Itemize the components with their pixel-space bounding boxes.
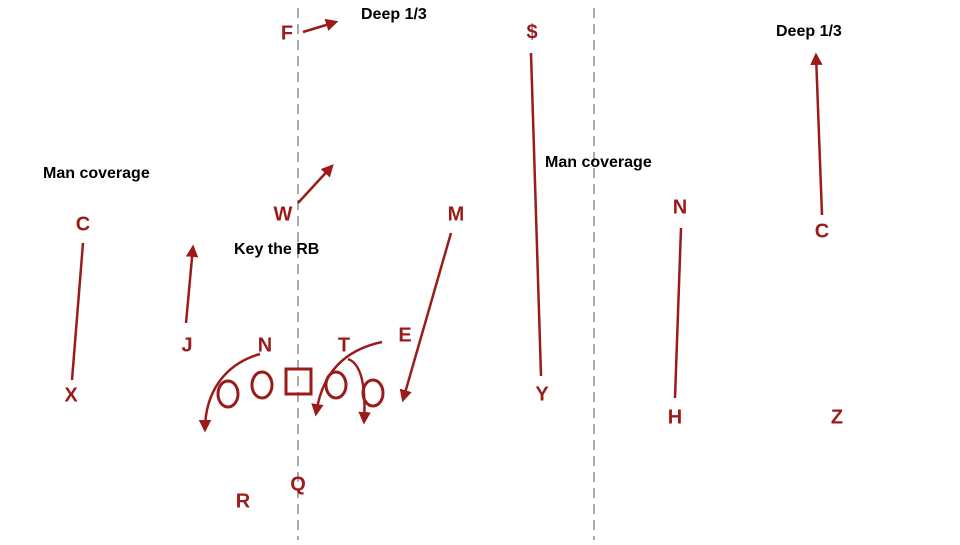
player-x-receiver: X	[64, 384, 78, 407]
player-will-linebacker: W	[273, 203, 293, 226]
note-man-coverage-right: Man coverage	[545, 154, 652, 171]
player-mike-linebacker: M	[447, 203, 465, 226]
player-z-receiver: Z	[830, 406, 844, 429]
route-nickel	[673, 227, 683, 399]
route-tackle	[347, 357, 371, 425]
player-h-receiver: H	[667, 406, 683, 429]
lineman-left-guard	[250, 370, 274, 400]
note-man-coverage-left: Man coverage	[43, 165, 150, 182]
route-strong-safety	[529, 52, 543, 377]
player-strong-safety: $	[526, 21, 538, 44]
center-square	[284, 367, 313, 396]
player-tackle: T	[337, 334, 351, 357]
route-corner-right	[810, 52, 824, 216]
route-will	[297, 164, 334, 204]
player-jack: J	[181, 334, 193, 357]
player-quarterback: Q	[290, 473, 306, 496]
route-jack	[184, 244, 199, 324]
player-end: E	[398, 324, 412, 347]
route-nose	[198, 352, 261, 433]
lineman-right-guard	[324, 370, 348, 400]
route-corner-left	[70, 242, 85, 381]
lineman-right-tackle	[361, 378, 385, 408]
note-deep-third-right: Deep 1/3	[776, 23, 842, 40]
route-free-safety	[302, 18, 339, 34]
player-nose: N	[257, 334, 273, 357]
lineman-left-tackle	[216, 379, 240, 409]
note-key-the-rb: Key the RB	[234, 241, 320, 258]
note-deep-third-left: Deep 1/3	[361, 6, 427, 23]
player-nickel: N	[672, 196, 688, 219]
route-mike	[399, 232, 453, 403]
player-y-receiver: Y	[535, 383, 549, 406]
player-corner-left: C	[75, 213, 91, 236]
player-corner-right: C	[814, 220, 830, 243]
route-end	[311, 340, 383, 417]
player-free-safety: F	[280, 22, 294, 45]
player-running-back: R	[235, 490, 251, 513]
